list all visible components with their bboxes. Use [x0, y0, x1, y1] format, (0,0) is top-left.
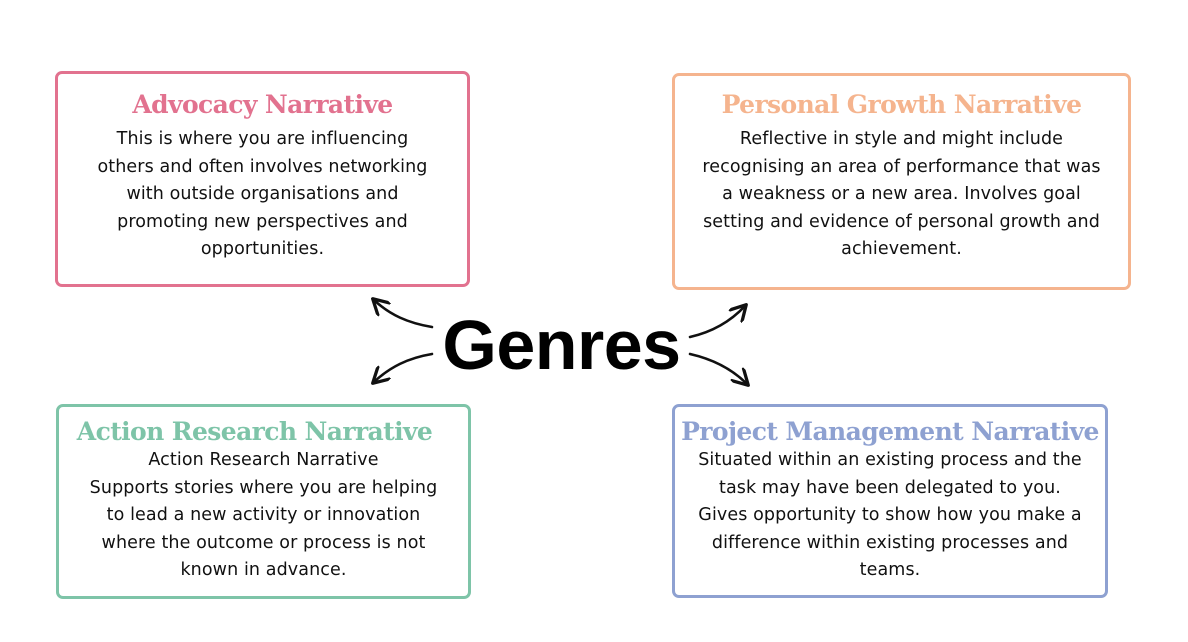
card-description: This is where you are influencing others…: [58, 120, 467, 264]
card-title: Action Research Narrative: [76, 417, 433, 446]
description-line: where the outcome or process is not: [101, 532, 426, 553]
advocacy-narrative-card: Advocacy Narrative This is where you are…: [55, 71, 470, 287]
description-line: known in advance.: [180, 560, 347, 580]
card-title: Project Management Narrative: [681, 417, 1099, 446]
description-line: Action Research Narrative: [148, 450, 379, 470]
description-line: others and often involves networking: [97, 156, 428, 177]
description-line: a weakness or a new area. Involves goal: [722, 184, 1081, 204]
card-description: Action Research Narrative Supports stori…: [59, 447, 468, 585]
description-line: Reflective in style and might include: [739, 129, 1064, 149]
card-title: Personal Growth Narrative: [721, 90, 1082, 119]
project-management-narrative-card: Project Management Narrative Situated wi…: [672, 404, 1108, 598]
description-line: setting and evidence of personal growth …: [703, 211, 1100, 232]
personal-growth-narrative-card: Personal Growth Narrative Reflective in …: [672, 73, 1131, 290]
card-description: Situated within an existing process and …: [675, 447, 1105, 585]
description-line: task may have been delegated to you.: [719, 477, 1061, 498]
description-line: Situated within an existing process and …: [698, 450, 1082, 470]
description-line: opportunities.: [200, 239, 325, 259]
description-line: difference within existing processes and: [711, 532, 1069, 553]
description-line: This is where you are influencing: [116, 129, 409, 149]
description-line: with outside organisations and: [126, 184, 399, 204]
description-line: to lead a new activity or innovation: [106, 505, 421, 525]
action-research-narrative-card: Action Research Narrative Action Researc…: [56, 404, 471, 599]
description-line: teams.: [859, 560, 921, 580]
card-description: Reflective in style and might include re…: [675, 120, 1128, 264]
description-line: recognising an area of performance that …: [702, 156, 1101, 177]
description-line: Gives opportunity to show how you make a: [698, 505, 1082, 525]
description-line: Supports stories where you are helping: [89, 477, 438, 498]
description-line: promoting new perspectives and: [117, 211, 408, 232]
genres-title: Genres: [442, 306, 681, 384]
card-title: Advocacy Narrative: [132, 90, 393, 119]
description-line: achievement.: [841, 239, 962, 259]
